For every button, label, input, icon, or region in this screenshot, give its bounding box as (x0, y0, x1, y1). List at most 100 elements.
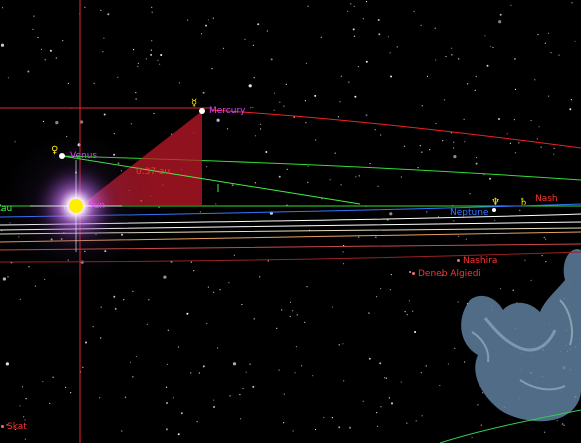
sun-disk[interactable] (69, 199, 83, 213)
background-star (315, 139, 317, 141)
background-star (354, 95, 357, 98)
background-star (414, 331, 417, 333)
background-star (7, 276, 9, 278)
background-star (453, 155, 457, 159)
background-star (558, 54, 560, 56)
background-star (157, 59, 159, 62)
background-star (292, 310, 294, 312)
background-star (553, 147, 555, 149)
background-star (216, 118, 220, 122)
mercury-marker[interactable] (199, 108, 205, 114)
background-star (334, 152, 336, 154)
background-star (21, 386, 24, 388)
background-star (103, 37, 105, 39)
background-star (421, 415, 423, 417)
background-star (252, 385, 255, 388)
background-star (85, 341, 87, 344)
background-star (42, 380, 44, 383)
background-star (145, 58, 147, 60)
background-star (342, 343, 344, 345)
background-star (229, 395, 231, 397)
neptune-label[interactable]: Neptune (450, 208, 489, 218)
background-star (130, 123, 132, 125)
background-star (25, 398, 27, 400)
saturn-symbol-icon[interactable]: ♄ (519, 197, 528, 208)
background-star (249, 363, 251, 365)
background-star (213, 406, 215, 408)
background-star (400, 381, 402, 383)
background-star (387, 36, 389, 38)
venus-marker[interactable] (59, 153, 65, 159)
background-star (464, 361, 466, 363)
background-star (160, 54, 163, 56)
background-star (425, 365, 427, 367)
background-star (556, 420, 558, 422)
background-star (283, 393, 285, 395)
background-star (548, 32, 550, 35)
background-star (124, 396, 127, 398)
background-star (99, 397, 101, 399)
neptune-marker[interactable] (492, 208, 496, 212)
background-star (574, 40, 576, 42)
background-star (198, 372, 200, 374)
background-star (294, 372, 296, 374)
background-star (421, 105, 423, 107)
star-marker-skat[interactable] (1, 425, 4, 428)
venus-label[interactable]: Venus (70, 151, 98, 161)
background-star (307, 181, 309, 183)
background-star (409, 271, 412, 273)
background-star (296, 314, 298, 316)
star-marker-nashira-upper[interactable] (457, 259, 460, 262)
background-star (435, 59, 437, 61)
background-star (355, 176, 357, 178)
background-star (389, 289, 391, 291)
background-star (70, 392, 72, 394)
background-star (490, 45, 492, 48)
background-star (151, 40, 153, 42)
background-star (304, 321, 306, 323)
background-star (406, 314, 408, 316)
background-star (254, 135, 257, 137)
background-star (92, 326, 94, 328)
star-label-nashira-upper[interactable]: Nashira (463, 256, 498, 266)
background-star (232, 362, 237, 366)
background-star (451, 54, 453, 56)
background-star (52, 376, 54, 378)
background-star (199, 211, 201, 213)
background-star (259, 276, 261, 278)
background-star (239, 418, 242, 420)
background-star (148, 299, 150, 301)
mercury-label[interactable]: Mercury (209, 106, 246, 116)
background-star (321, 198, 323, 200)
background-star (43, 120, 45, 123)
background-star (442, 140, 444, 142)
star-label-skat[interactable]: Skat (7, 422, 27, 432)
background-star (252, 44, 254, 46)
mercury-symbol-icon: ☿ (191, 98, 198, 109)
background-star (538, 126, 540, 128)
background-star (290, 301, 292, 303)
background-star (190, 372, 192, 374)
background-star (253, 77, 255, 79)
background-star (312, 375, 314, 377)
background-star (429, 149, 431, 151)
background-star (278, 369, 280, 371)
background-star (100, 306, 102, 308)
background-star (206, 322, 208, 324)
background-star (166, 402, 168, 404)
star-label-deneb-algiedi[interactable]: Deneb Algiedi (418, 269, 481, 279)
background-star (338, 426, 341, 429)
background-star (545, 261, 547, 263)
background-star (362, 18, 364, 20)
background-star (376, 412, 378, 414)
sun-label[interactable]: Sun (88, 201, 106, 211)
background-star (368, 357, 371, 360)
background-star (377, 19, 380, 21)
background-star (82, 366, 84, 368)
star-label-nash[interactable]: Nash (535, 194, 558, 204)
background-star (571, 2, 573, 4)
star-marker-deneb-algiedi[interactable] (412, 272, 415, 275)
background-star (135, 98, 137, 100)
